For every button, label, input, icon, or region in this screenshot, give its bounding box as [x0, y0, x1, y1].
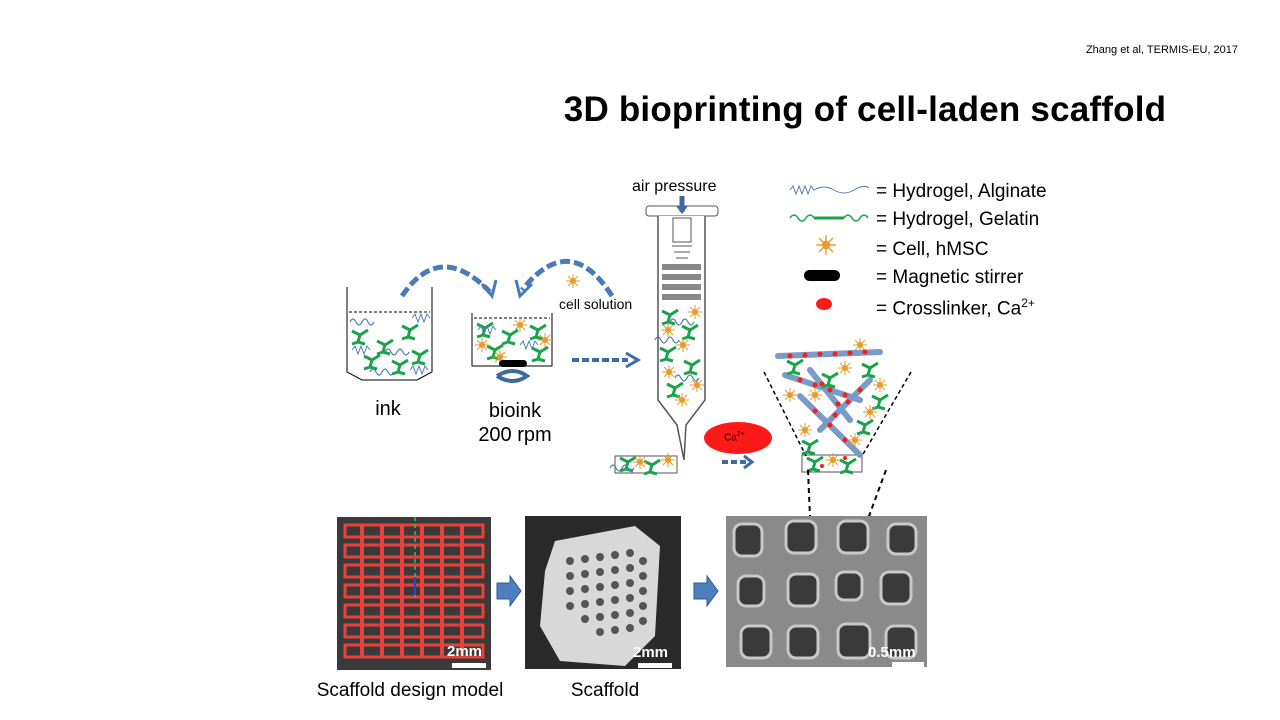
legend-cell: = Cell, hMSC: [876, 239, 989, 260]
scaffold-caption: Scaffold: [570, 680, 640, 701]
syringe: [645, 196, 719, 461]
ink-label: ink: [375, 398, 401, 420]
design-grid: [343, 517, 485, 659]
sem-image: 0.5mm: [726, 516, 927, 667]
bioink-beaker: [471, 313, 553, 383]
rpm-label: 200 rpm: [478, 424, 552, 446]
cell-solution-label: cell solution: [559, 296, 633, 312]
calcium-ellipse: [704, 422, 772, 454]
sem-scalebar: [892, 662, 924, 667]
arrow-to-syringe: [572, 351, 641, 369]
arrow-right-icon: [693, 574, 719, 608]
calcium-label: Ca2+: [724, 431, 745, 444]
air-pressure-label: air pressure: [632, 178, 717, 195]
ink-beaker: [346, 287, 433, 381]
legend-icons: [789, 184, 870, 310]
scaffold-scale-label: 2mm: [633, 644, 669, 661]
extruded-strand: [609, 452, 678, 476]
scaffold-photo: 2mm: [525, 516, 681, 669]
zoomed-network: [775, 337, 890, 458]
arrow-to-crosslinked: [722, 454, 755, 470]
legend-alginate: = Hydrogel, Alginate: [876, 181, 1047, 202]
stirrer-bar: [499, 360, 527, 367]
scaffold-design-image: 2mm: [337, 517, 491, 670]
legend-stirrer: = Magnetic stirrer: [876, 267, 1024, 288]
curved-arrows: [399, 259, 615, 300]
sem-scale-label: 0.5mm: [868, 644, 916, 661]
cell-legend-icon: [815, 234, 837, 256]
stirrer-legend-icon: [804, 270, 840, 281]
legend-crosslinker: = Crosslinker, Ca2+: [876, 296, 1035, 320]
legend-gelatin: = Hydrogel, Gelatin: [876, 209, 1040, 230]
citation: Zhang et al, TERMIS-EU, 2017: [1085, 44, 1238, 56]
gelatin-legend-icon: [789, 214, 869, 222]
crosslinker-legend-icon: [816, 298, 832, 310]
sem-pores: [732, 519, 918, 660]
design-scalebar: [452, 663, 486, 668]
design-scale-label: 2mm: [447, 643, 483, 660]
bioink-label: bioink: [488, 400, 542, 422]
design-caption: Scaffold design model: [316, 680, 504, 701]
arrow-right-icon: [496, 574, 522, 608]
scaffold-illustration: [540, 526, 660, 666]
scaffold-scalebar: [638, 663, 672, 668]
slide-title: 3D bioprinting of cell-laden scaffold: [563, 90, 1167, 129]
alginate-legend-icon: [789, 184, 870, 196]
crosslinked-strand: [801, 452, 863, 475]
